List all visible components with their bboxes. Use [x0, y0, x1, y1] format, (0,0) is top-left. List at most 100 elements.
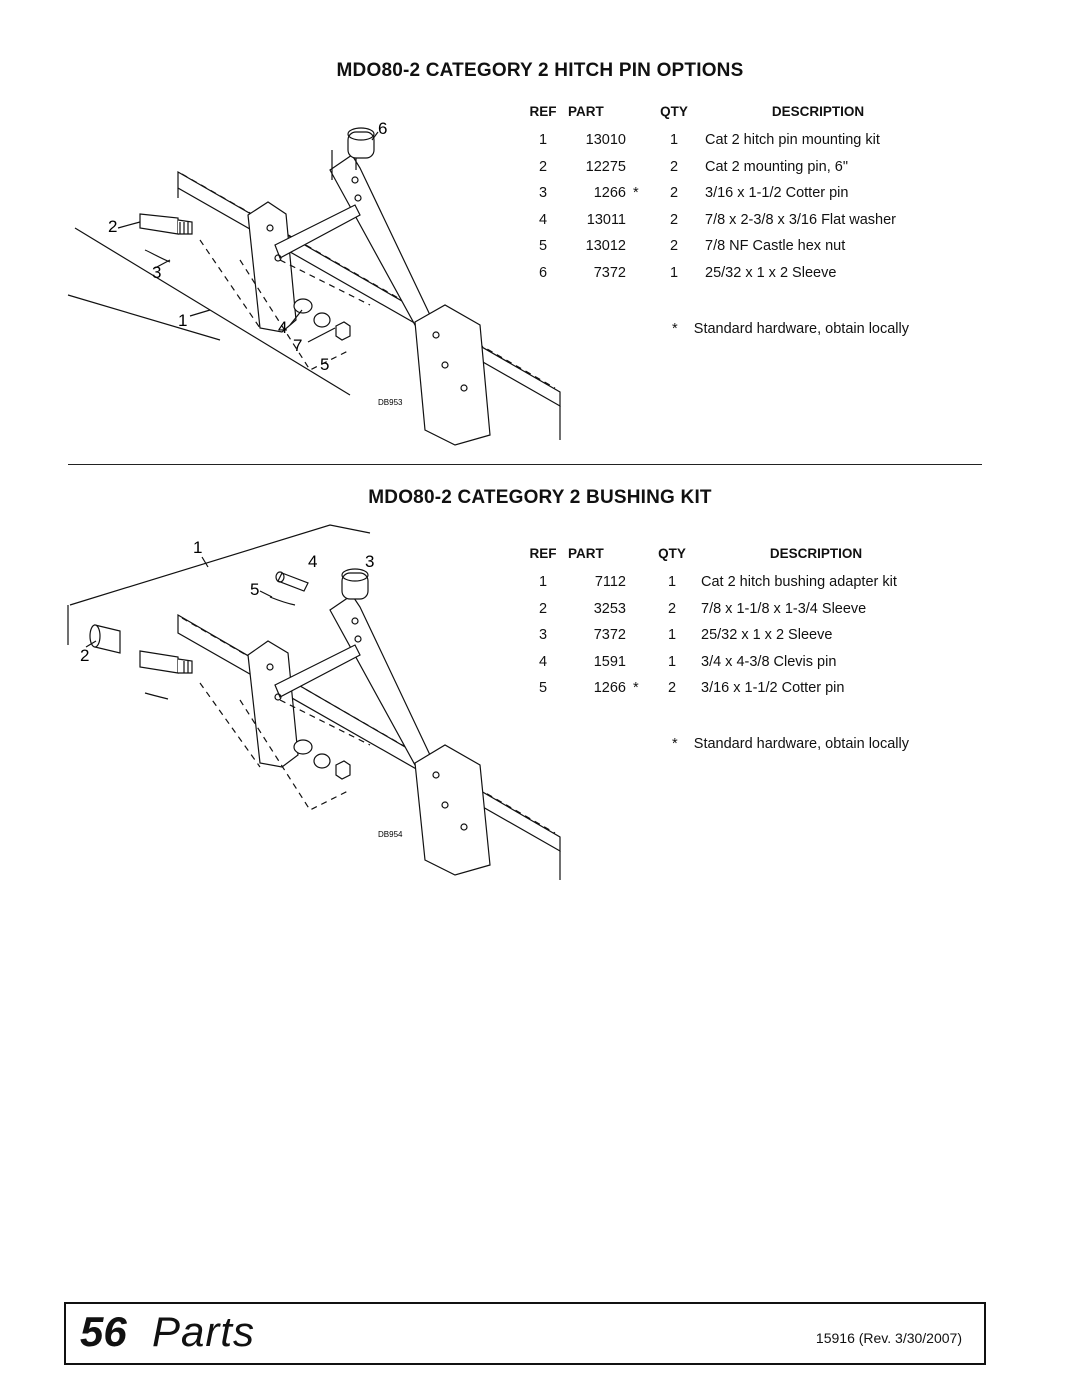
part-number-cell: 1266: [593, 680, 626, 697]
hitch-pin-diagram: 6 2 3 1 4 7 5 DB953: [60, 110, 590, 460]
description-cell: 7/8 NF Castle hex nut: [705, 238, 846, 255]
table-row: 2 12275 2 Cat 2 mounting pin, 6": [518, 154, 941, 181]
description-cell: 25/32 x 1 x 2 Sleeve: [705, 264, 837, 281]
description-cell: Cat 2 hitch bushing adapter kit: [701, 574, 897, 591]
standard-hardware-mark: [630, 569, 653, 596]
table-row: 5 13012 2 7/8 NF Castle hex nut: [518, 233, 941, 260]
standard-hardware-mark: *: [633, 185, 639, 202]
part-number-cell: 13011: [586, 211, 626, 228]
ref-cell: 4: [538, 211, 548, 228]
header-qty: QTY: [660, 104, 688, 119]
description-cell: 7/8 x 2-3/8 x 3/16 Flat washer: [705, 211, 897, 228]
note-star: *: [672, 736, 678, 752]
table-row: 2 3253 2 7/8 x 1-1/8 x 1-3/4 Sleeve: [518, 596, 941, 623]
qty-cell: 1: [667, 574, 677, 591]
table-row: 1 13010 1 Cat 2 hitch pin mounting kit: [518, 127, 941, 154]
standard-hardware-mark: [630, 154, 653, 181]
description-cell: 7/8 x 1-1/8 x 1-3/4 Sleeve: [701, 600, 867, 617]
page-number: 56: [80, 1308, 127, 1355]
part-number-cell: 7372: [593, 264, 626, 281]
standard-hardware-mark: [630, 207, 653, 234]
note-text: Standard hardware, obtain locally: [693, 736, 909, 752]
header-ref: REF: [529, 104, 557, 119]
section-title-hitch-pin: MDO80-2 CATEGORY 2 HITCH PIN OPTIONS: [336, 60, 744, 81]
header-part: PART: [568, 104, 604, 119]
qty-cell: 2: [669, 185, 679, 202]
table-header-row: REF PART QTY DESCRIPTION: [518, 104, 941, 127]
ref-cell: 3: [538, 627, 548, 644]
qty-cell: 2: [667, 600, 677, 617]
part-number-cell: 13012: [585, 238, 626, 255]
table-row: 1 7112 1 Cat 2 hitch bushing adapter kit: [518, 569, 941, 596]
description-cell: Cat 2 mounting pin, 6": [705, 158, 848, 175]
callout-3: 3: [152, 263, 161, 282]
description-cell: 3/16 x 1-1/2 Cotter pin: [701, 680, 845, 697]
callout-2: 2: [80, 646, 89, 665]
page-footer: 56 Parts 15916 (Rev. 3/30/2007): [64, 1302, 986, 1365]
standard-hardware-mark: *: [633, 680, 639, 697]
qty-cell: 2: [669, 238, 679, 255]
qty-cell: 1: [667, 627, 677, 644]
table-row: 4 1591 1 3/4 x 4-3/8 Clevis pin: [518, 649, 941, 676]
document-revision: 15916 (Rev. 3/30/2007): [815, 1330, 962, 1346]
ref-cell: 2: [538, 158, 548, 175]
standard-hardware-note: * Standard hardware, obtain locally: [672, 736, 909, 752]
callout-6: 6: [378, 119, 387, 138]
table-row: 5 1266 * 2 3/16 x 1-1/2 Cotter pin: [518, 675, 941, 702]
ref-cell: 5: [538, 680, 548, 697]
callout-1: 1: [178, 311, 187, 330]
part-number-cell: 12275: [585, 158, 626, 175]
ref-cell: 1: [538, 132, 548, 149]
description-cell: 25/32 x 1 x 2 Sleeve: [701, 627, 833, 644]
standard-hardware-mark: [630, 596, 653, 623]
header-qty: QTY: [658, 546, 686, 561]
qty-cell: 2: [669, 158, 679, 175]
note-star: *: [672, 321, 678, 337]
part-number-cell: 1266: [593, 185, 626, 202]
callout-3: 3: [365, 552, 374, 571]
qty-cell: 1: [669, 132, 679, 149]
description-cell: 3/4 x 4-3/8 Clevis pin: [701, 653, 837, 670]
ref-cell: 3: [538, 185, 548, 202]
part-number-cell: 1591: [593, 653, 626, 670]
diagram-id-db953: DB953: [378, 398, 403, 407]
page-section-label: Parts: [152, 1308, 256, 1355]
ref-cell: 2: [538, 600, 548, 617]
qty-cell: 2: [669, 211, 679, 228]
table-header-row: REF PART QTY DESCRIPTION: [518, 546, 941, 569]
standard-hardware-mark: [630, 127, 653, 154]
callout-5: 5: [320, 355, 329, 374]
table-row: 3 1266 * 2 3/16 x 1-1/2 Cotter pin: [518, 180, 941, 207]
standard-hardware-mark: [630, 649, 653, 676]
part-number-cell: 13010: [585, 132, 626, 149]
qty-cell: 2: [667, 680, 677, 697]
note-text: Standard hardware, obtain locally: [693, 321, 909, 337]
part-number-cell: 3253: [593, 600, 626, 617]
table-row: 4 13011 2 7/8 x 2-3/8 x 3/16 Flat washer: [518, 207, 941, 234]
callout-7: 7: [293, 336, 302, 355]
qty-cell: 1: [667, 653, 677, 670]
callout-5: 5: [250, 580, 259, 599]
hitch-pin-parts-table: REF PART QTY DESCRIPTION 1 13010 1 Cat 2 hi…: [518, 104, 941, 286]
table-row: 3 7372 1 25/32 x 1 x 2 Sleeve: [518, 622, 941, 649]
header-description: DESCRIPTION: [769, 546, 863, 561]
header-description: DESCRIPTION: [771, 104, 865, 119]
ref-cell: 5: [538, 238, 548, 255]
section-divider: [68, 464, 982, 465]
header-ref: REF: [529, 546, 557, 561]
callout-2: 2: [108, 217, 117, 236]
standard-hardware-note: * Standard hardware, obtain locally: [672, 321, 909, 337]
ref-cell: 1: [538, 574, 548, 591]
part-number-cell: 7372: [593, 627, 626, 644]
section-title-bushing-kit: MDO80-2 CATEGORY 2 BUSHING KIT: [368, 487, 712, 508]
description-cell: Cat 2 hitch pin mounting kit: [705, 132, 880, 149]
callout-4: 4: [308, 552, 317, 571]
description-cell: 3/16 x 1-1/2 Cotter pin: [705, 185, 849, 202]
diagram-id-db954: DB954: [378, 830, 403, 839]
header-part: PART: [568, 546, 604, 561]
part-number-cell: 7112: [594, 574, 626, 591]
standard-hardware-mark: [630, 233, 653, 260]
callout-4: 4: [278, 318, 287, 337]
ref-cell: 4: [538, 653, 548, 670]
